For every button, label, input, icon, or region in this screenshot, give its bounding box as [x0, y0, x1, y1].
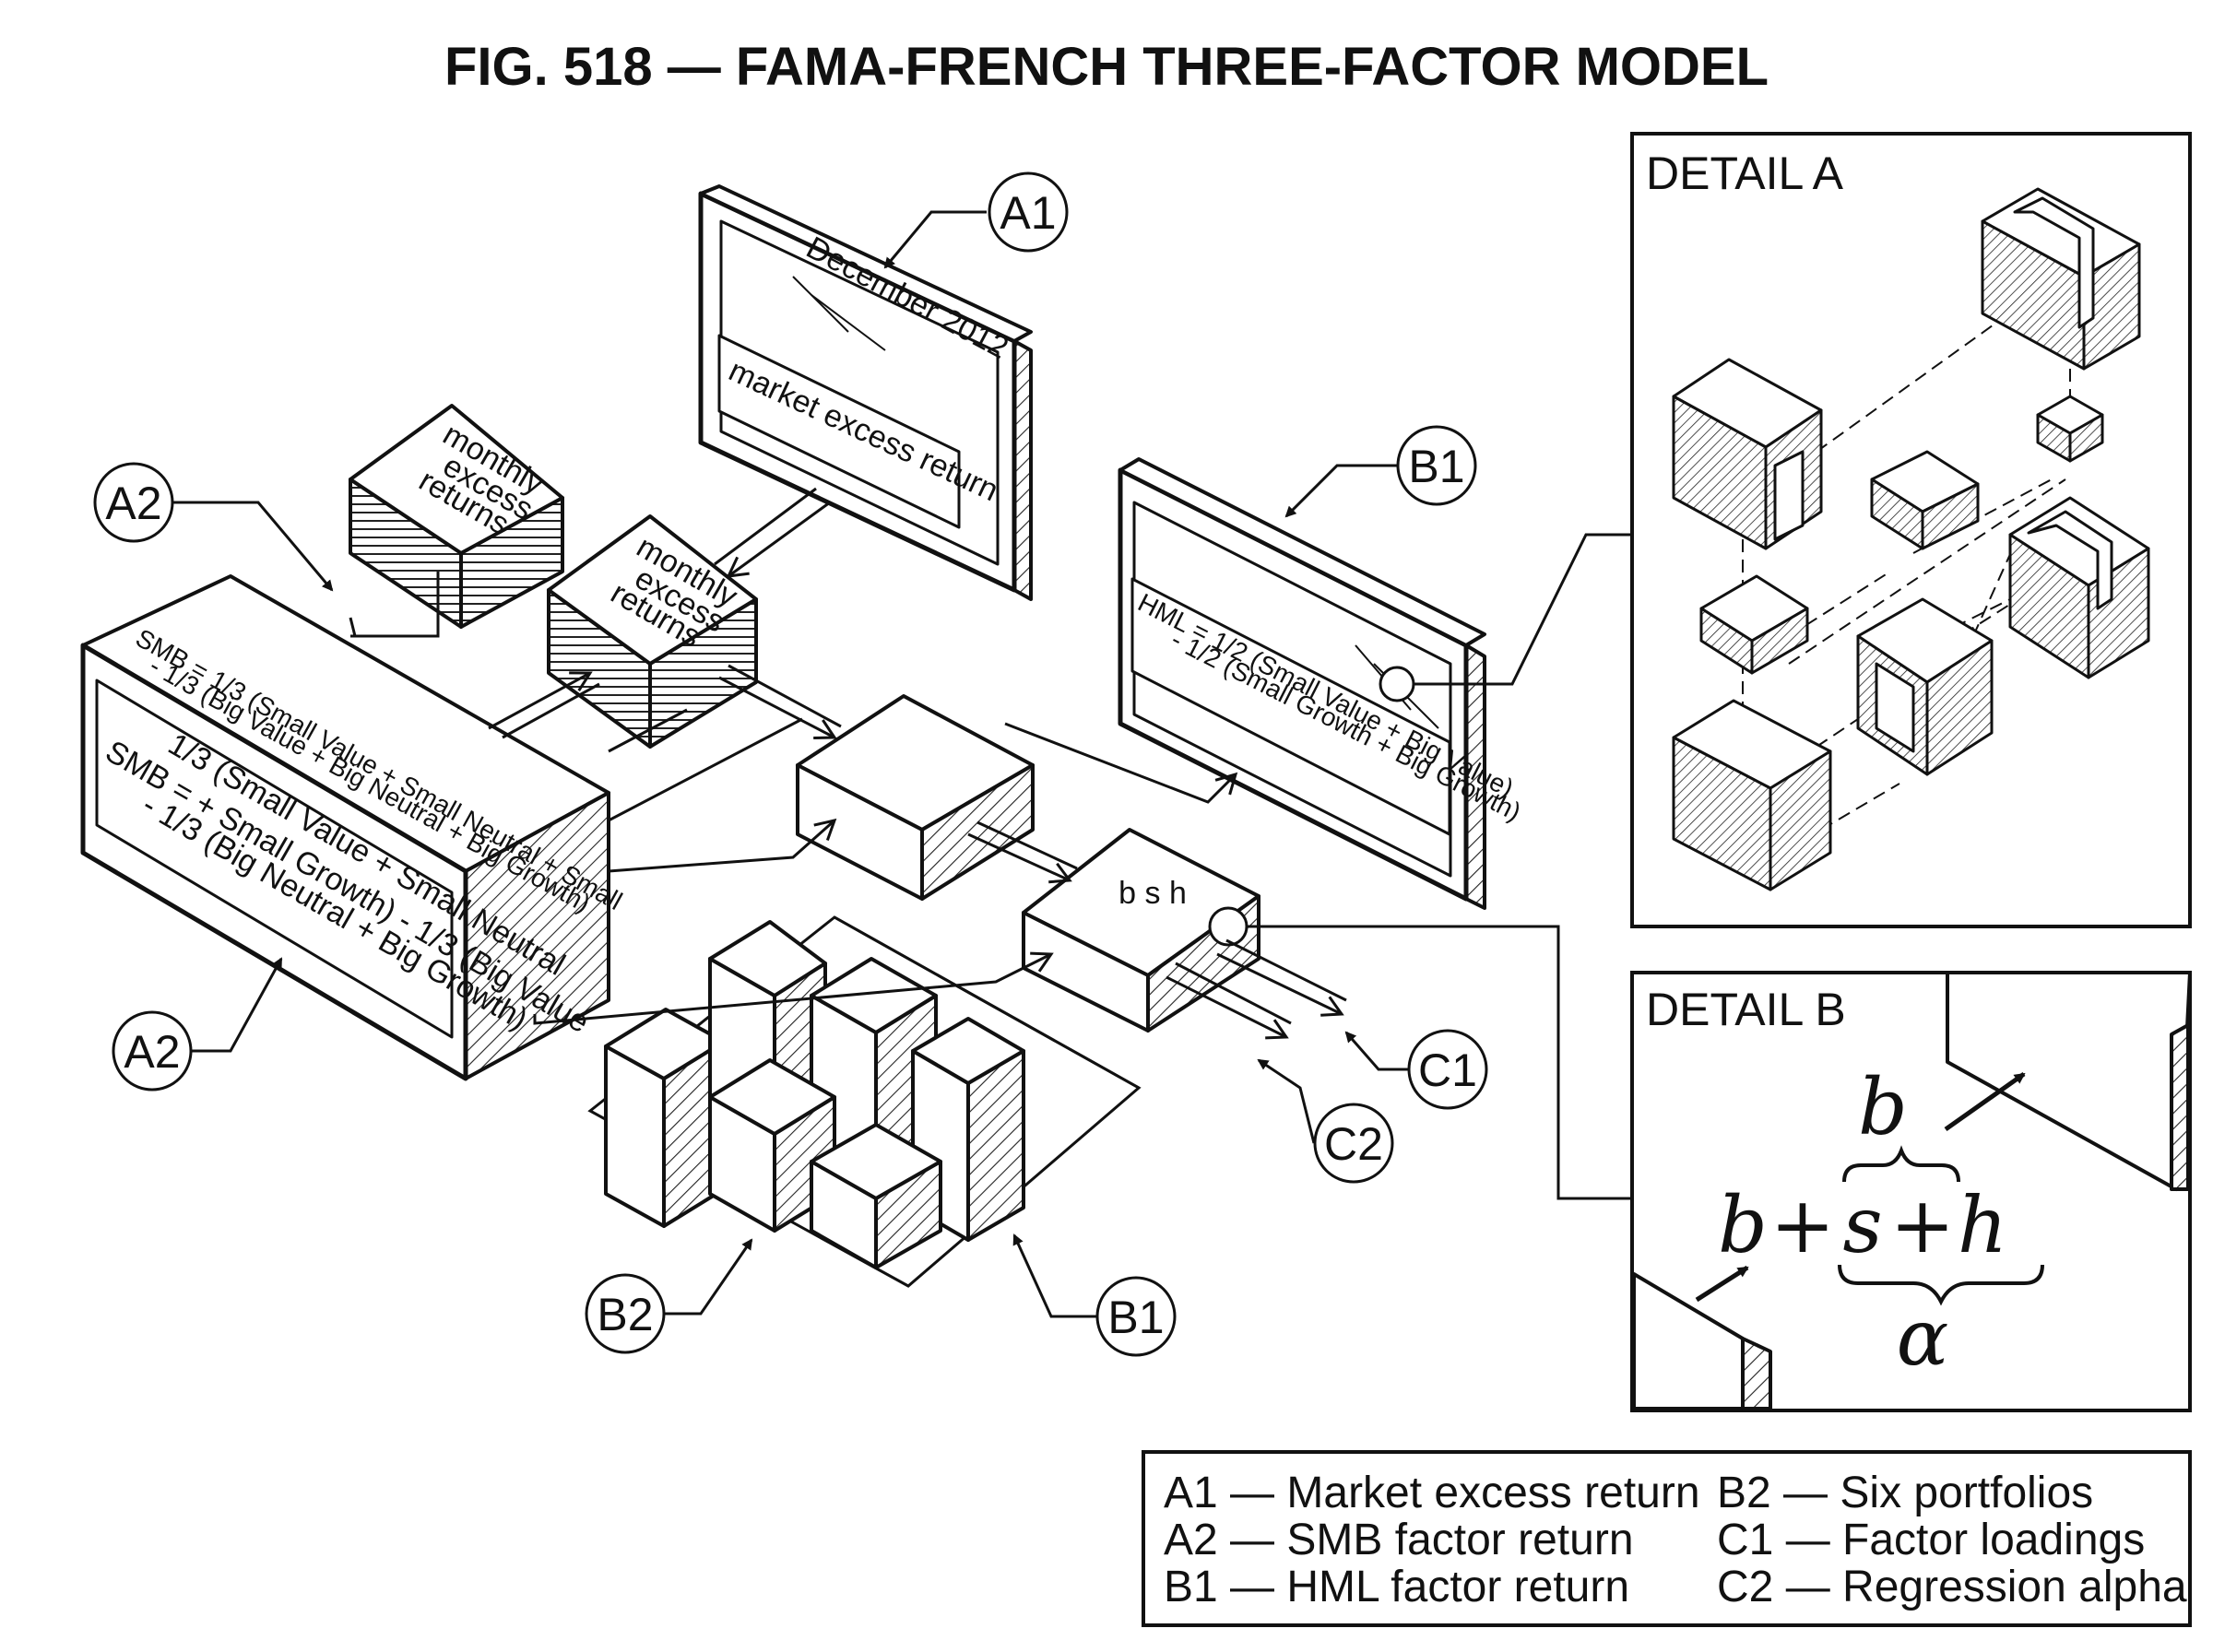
callout-c2: C2	[1257, 1058, 1394, 1184]
callout-a2-bottom-text: A2	[124, 1026, 180, 1078]
portfolio-b2-1	[604, 1008, 726, 1228]
callout-c1-text: C1	[1418, 1044, 1477, 1096]
detail-a-label: DETAIL A	[1646, 148, 1844, 199]
eq-alpha: α	[1897, 1292, 1949, 1383]
callout-b1-top-text: B1	[1408, 441, 1464, 492]
callout-b1-top: B1	[1284, 425, 1477, 518]
monitor-a1	[698, 184, 1033, 601]
callout-b1-bottom-text: B1	[1107, 1292, 1164, 1343]
legend-b1: B1 — HML factor return	[1164, 1563, 1629, 1611]
callout-b2-text: B2	[597, 1289, 653, 1340]
callout-a1: A1	[883, 171, 1069, 269]
callout-c2-text: C2	[1324, 1118, 1383, 1170]
portfolio-b2-6	[810, 1123, 942, 1269]
eq-h: h	[1958, 1180, 2007, 1270]
callout-a2-top: A2	[93, 462, 334, 592]
legend-b2: B2 — Six portfolios	[1717, 1469, 2093, 1517]
regression-box	[1022, 828, 1260, 1032]
callout-a2-bottom: A2	[112, 957, 283, 1092]
callout-c1: C1	[1344, 1029, 1488, 1110]
eq-s: s	[1842, 1180, 1882, 1270]
callout-b1-bottom: B1	[1012, 1233, 1177, 1357]
detail-b-braces	[1838, 1145, 2044, 1306]
eq-plus-2: +	[1890, 1180, 1955, 1270]
detail-b-arrows	[1695, 1071, 2026, 1303]
portfolio-b2-5	[708, 1058, 836, 1233]
callout-a1-text: A1	[1000, 187, 1056, 239]
legend-a1: A1 — Market excess return	[1164, 1469, 1700, 1517]
stack-top	[349, 404, 564, 629]
detail-b-corners	[1632, 971, 2192, 1410]
hml-screen	[1118, 457, 1486, 910]
detail-a-parts	[1672, 187, 2150, 891]
stack-mid	[547, 514, 758, 749]
legend-frame	[1142, 1450, 2192, 1627]
regression-box-label: b s h	[1118, 876, 1187, 911]
eq-b: b	[1718, 1180, 1768, 1270]
legend-a2: A2 — SMB factor return	[1164, 1516, 1634, 1564]
legend-c1: C1 — Factor loadings	[1717, 1516, 2145, 1564]
smb-box	[80, 574, 610, 1081]
eq-plus-1: +	[1770, 1180, 1835, 1270]
legend-c2: C2 — Regression alpha	[1717, 1563, 2187, 1611]
detail-b-label: DETAIL B	[1646, 984, 1846, 1035]
connectors	[349, 487, 1632, 1200]
callout-a2-top-text: A2	[105, 478, 161, 529]
callout-b2: B2	[585, 1238, 753, 1354]
figure-title: FIG. 518 — FAMA-FRENCH THREE-FACTOR MODE…	[444, 37, 1769, 97]
eq-b-top: b	[1858, 1062, 1908, 1152]
middle-cube	[796, 694, 1035, 901]
